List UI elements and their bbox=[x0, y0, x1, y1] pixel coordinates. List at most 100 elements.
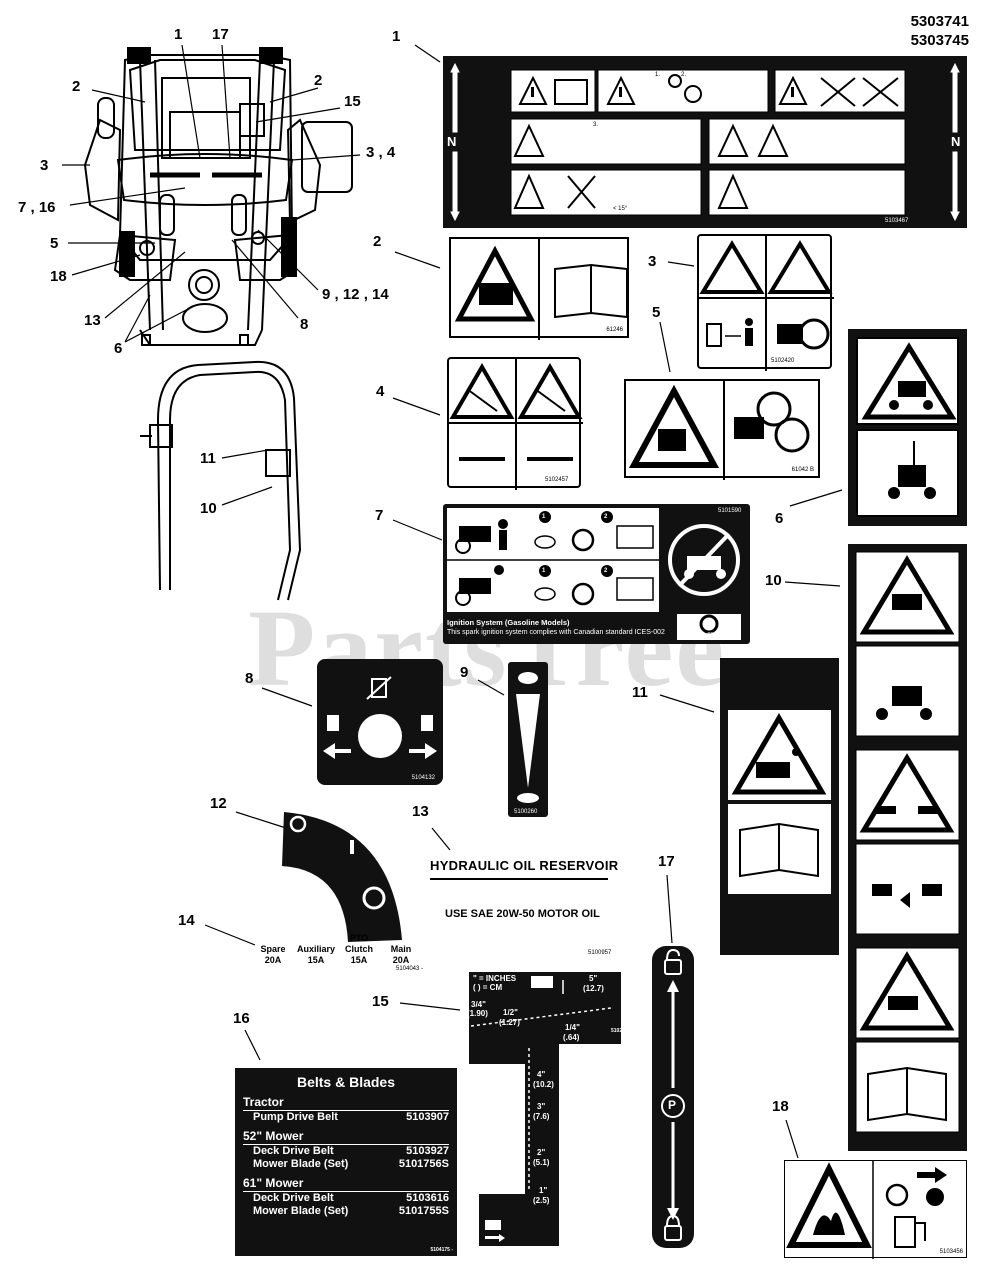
decal-6-top-graphics bbox=[861, 342, 957, 420]
decal-7-c-tick-logo bbox=[699, 614, 719, 634]
fuse-name: Auxiliary bbox=[296, 944, 336, 954]
decal-7-acn-badge: ACN 006 576 656 bbox=[677, 614, 741, 640]
belts-part: 5101756S bbox=[398, 1158, 449, 1170]
belts-row: Pump Drive Belt 5103907 bbox=[243, 1111, 449, 1124]
decal-7-step-1-top: 1 bbox=[542, 514, 546, 520]
decal-7-step-2-bottom: 2 bbox=[604, 568, 608, 574]
decal-18-code: 5103456 bbox=[939, 1249, 963, 1255]
callout-decal-10: 10 bbox=[765, 572, 782, 589]
decal-10-safety-column bbox=[848, 544, 967, 1151]
gauge-mark-in: 2" bbox=[537, 1148, 546, 1157]
decal-9-code: 5100260 bbox=[514, 809, 538, 815]
decal-2-code: 61246 bbox=[606, 327, 623, 333]
decal-7-step-1-bottom: 1 bbox=[542, 568, 546, 574]
decal-8-code: 5104132 bbox=[411, 775, 435, 781]
belts-item: Deck Drive Belt bbox=[253, 1145, 334, 1157]
belts-section-61-mower: 61" Mower bbox=[243, 1176, 449, 1192]
decal-8-graphics bbox=[323, 676, 437, 759]
part-number: 5303745 bbox=[910, 32, 969, 49]
decal-1-side-letter-left: N bbox=[447, 134, 457, 149]
decal-6-top-panel bbox=[856, 337, 959, 425]
decal-5-entanglement: 61042 B bbox=[624, 379, 820, 480]
callout-decal-16: 16 bbox=[233, 1010, 250, 1027]
decal-18-graphics bbox=[786, 1161, 947, 1259]
callout-3: 3 bbox=[40, 157, 49, 174]
decal-7-step-2-top: 2 bbox=[604, 514, 608, 520]
decal-18-fire-hazard: 5103456 bbox=[784, 1160, 967, 1259]
decal-7-ignition-text: This spark ignition system complies with… bbox=[447, 629, 665, 636]
callout-2: 2 bbox=[72, 78, 81, 95]
belts-item: Mower Blade (Set) bbox=[253, 1158, 349, 1170]
decal-6-code: 5100885 bbox=[930, 507, 954, 513]
fuse-name: Main bbox=[390, 944, 412, 954]
decal-6-rops: 5100885 bbox=[848, 329, 967, 526]
decal-9-throttle: 5100260 bbox=[508, 662, 548, 817]
decal-3-code: 5102420 bbox=[771, 358, 795, 364]
decal-6-bottom-graphics bbox=[888, 441, 936, 499]
decal-17-parking-brake: P bbox=[652, 946, 694, 1248]
callout-decal-8: 8 bbox=[245, 670, 254, 687]
fuse-name: PTO Clutch bbox=[345, 933, 373, 954]
fuse-rating: 20A bbox=[264, 955, 282, 965]
callout-decal-9: 9 bbox=[460, 664, 469, 681]
gauge-mark-in: 1/2" bbox=[503, 1008, 518, 1017]
decal-7-code: 5101590 bbox=[718, 508, 742, 514]
decal-1-step-3: 3. bbox=[593, 122, 599, 128]
decal-4-graphics bbox=[449, 359, 583, 490]
decal-7-steps-graphics bbox=[447, 511, 659, 606]
gauge-mark-cm: (.64) bbox=[563, 1033, 580, 1042]
decal-7-steps-panel: 1 2 1 2 STOP STOP bbox=[447, 508, 659, 612]
decal-7-stop-bottom: STOP bbox=[537, 591, 554, 597]
fuse-main: Main 20A bbox=[384, 944, 418, 966]
gauge-legend-inches: " = INCHES bbox=[473, 974, 517, 983]
part-number: 5303741 bbox=[910, 13, 969, 30]
gauge-mark-in: 3" bbox=[537, 1102, 546, 1111]
belts-part: 5103927 bbox=[406, 1145, 449, 1157]
decal-9-graphics bbox=[516, 672, 540, 803]
callout-17: 17 bbox=[212, 26, 229, 43]
fuse-rating: 15A bbox=[350, 955, 368, 965]
belts-title: Belts & Blades bbox=[296, 1074, 396, 1090]
decal-3-graphics bbox=[699, 236, 834, 371]
decal-10-graphics bbox=[855, 551, 960, 1133]
fuse-spare: Spare 20A bbox=[256, 944, 290, 966]
decal-16-belts-blades: Belts & Blades Tractor Pump Drive Belt 5… bbox=[235, 1068, 457, 1256]
decal-1-step-2: 2. bbox=[681, 72, 687, 78]
decal-13-oil: USE SAE 20W-50 MOTOR OIL bbox=[445, 908, 600, 920]
decal-1-graphics bbox=[450, 62, 960, 222]
callout-decal-2: 2 bbox=[373, 233, 382, 250]
callout-decal-5: 5 bbox=[652, 304, 661, 321]
gauge-mark-cm: (12.7) bbox=[583, 984, 604, 993]
belts-part: 5103907 bbox=[406, 1111, 449, 1123]
fuse-name: Spare bbox=[260, 944, 286, 954]
decal-7-stop-top: STOP bbox=[537, 539, 554, 545]
callout-6: 6 bbox=[114, 340, 123, 357]
gauge-mark-cm: (1.27) bbox=[499, 1018, 520, 1027]
decal-5-graphics bbox=[628, 381, 810, 480]
decal-4-rollover: 5102457 bbox=[447, 357, 583, 490]
decal-7-acn: ACN 006 576 656 bbox=[681, 633, 730, 639]
callout-13: 13 bbox=[84, 312, 101, 329]
callout-decal-12: 12 bbox=[210, 795, 227, 812]
decal-13-title: HYDRAULIC OIL RESERVOIR bbox=[430, 858, 619, 873]
callout-decal-18: 18 bbox=[772, 1098, 789, 1115]
decal-7-ignition-title: Ignition System (Gasoline Models) bbox=[447, 618, 570, 627]
decal-15-height-gauge-shape bbox=[469, 972, 621, 1246]
gauge-mark-in: 1" bbox=[539, 1186, 548, 1195]
decal-1-step-1: 1. bbox=[655, 72, 661, 78]
decal-11-graphics bbox=[728, 710, 831, 894]
decal-1-safety-strip: N N 1. 2. 3. < 15° 5103467 bbox=[443, 56, 967, 228]
callout-5: 5 bbox=[50, 235, 59, 252]
fuse-rating: 20A bbox=[392, 955, 410, 965]
callout-decal-15: 15 bbox=[372, 993, 389, 1010]
gauge-mark-cm: (2.5) bbox=[533, 1196, 550, 1205]
parking-p-label: P bbox=[668, 1098, 677, 1112]
callout-18: 18 bbox=[50, 268, 67, 285]
callout-decal-17: 17 bbox=[658, 853, 675, 870]
belts-item: Mower Blade (Set) bbox=[253, 1205, 349, 1217]
belts-row: Mower Blade (Set) 5101756S bbox=[243, 1158, 449, 1171]
callout-8: 8 bbox=[300, 316, 309, 333]
callout-decal-4: 4 bbox=[376, 383, 385, 400]
fuse-rating: 15A bbox=[307, 955, 325, 965]
